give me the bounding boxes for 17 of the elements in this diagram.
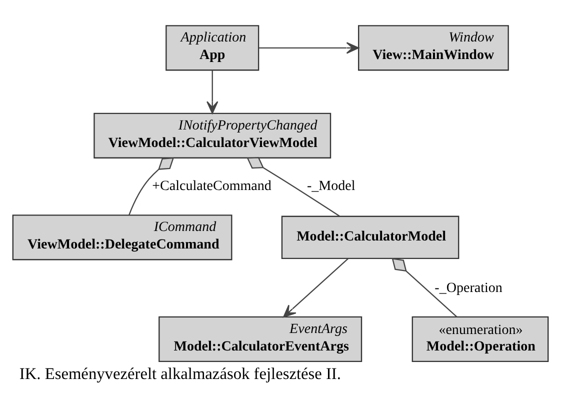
node-box: INotifyPropertyChanged ViewModel::CalculatorViewModel: [94, 112, 332, 158]
node-box: Model::CalculatorModel: [281, 216, 460, 260]
node-box: «enumeration» Model::Operation: [412, 316, 549, 362]
connector: [128, 157, 174, 216]
edge-label: -_Model: [306, 178, 356, 194]
node-box: Application App: [166, 25, 260, 71]
arrow: [259, 42, 360, 54]
arrow: [283, 258, 348, 318]
caption: IK. Eseményvezérelt alkalmazások fejlesztése II.: [19, 364, 341, 384]
edge-label: -_Operation: [434, 280, 502, 296]
edge-label: +CalculateCommand: [152, 178, 272, 194]
node-box: ICommand ViewModel::DelegateCommand: [12, 214, 232, 260]
connector: [246, 157, 340, 217]
connector: [392, 258, 458, 318]
node-box: EventArgs Model::CalculatorEventArgs: [158, 316, 362, 362]
node-box: Window View::MainWindow: [358, 25, 509, 71]
arrow: [206, 70, 218, 114]
